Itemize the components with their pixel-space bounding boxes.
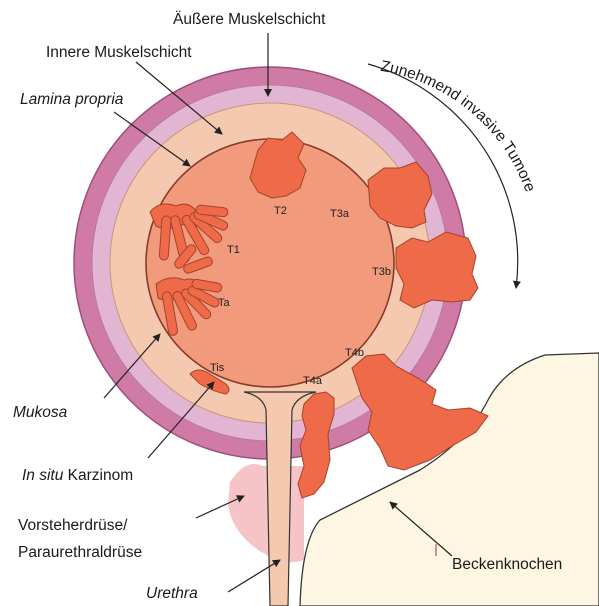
label-lamina-propria: Lamina propria [20,91,124,108]
label-prostate-line2: Paraurethraldrüse [18,544,142,561]
label-inner-muscle: Innere Muskelschicht [46,44,192,61]
label-in-situ-carcinoma: In situ Karzinom [22,467,133,484]
prostate-gland [228,464,304,562]
stage-label-t3b: T3b [372,266,391,278]
stage-label-t1: T1 [227,244,240,256]
tumor-t4a [298,392,334,498]
stage-label-t3a: T3a [330,208,350,220]
label-urethra: Urethra [146,585,198,602]
tumor-t3b [396,232,478,308]
label-in-situ-rest: Karzinom [63,467,133,484]
stage-label-t4b: T4b [345,347,364,359]
label-outer-muscle: Äußere Muskelschicht [173,11,326,28]
label-prostate-line1: Vorsteherdrüse/ [18,517,128,534]
label-in-situ-italic: In situ [22,467,64,484]
stage-label-ta: Ta [218,297,231,309]
stage-label-t2: T2 [274,205,287,217]
stage-label-t4a: T4a [303,375,323,387]
label-pelvic-bone: Beckenknochen [452,556,562,573]
stage-label-tis: Tis [210,362,225,374]
label-mucosa: Mukosa [13,404,68,421]
